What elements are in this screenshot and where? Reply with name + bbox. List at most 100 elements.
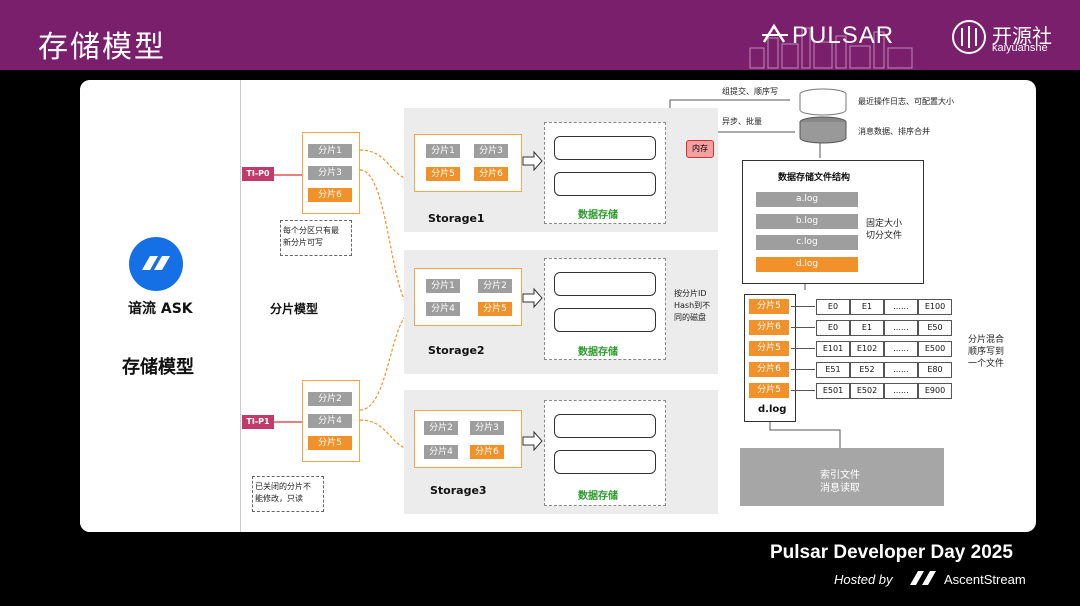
dlog-cell: E0 (816, 299, 850, 315)
hash-note-line1: 按分片ID (674, 289, 707, 298)
disk-drive-icon (554, 172, 656, 196)
async-desc: 消息数据、排序合并 (858, 127, 930, 136)
disk-label: 数据存储 (578, 491, 618, 502)
dlog-box (744, 294, 796, 422)
storage-shard-active: 分片5 (426, 167, 460, 181)
dlog-shard: 分片5 (749, 383, 789, 398)
storage-shard: 分片4 (424, 445, 458, 459)
city-skyline-icon (749, 27, 913, 69)
arrow-right-icon (522, 430, 543, 452)
storage-shards-box (414, 134, 522, 192)
note-readonly-line1: 已关闭的分片不 (255, 482, 311, 491)
storage-name: Storage1 (428, 212, 485, 225)
dlog-cell: E900 (918, 383, 952, 399)
log-file: a.log (756, 192, 858, 207)
note-box-writable (280, 220, 352, 256)
group-commit-label: 组提交、顺序写 (722, 87, 778, 96)
dlog-cell: E1 (850, 320, 884, 336)
model-label: 分片模型 (270, 302, 319, 316)
storage-shard-active: 分片5 (478, 302, 512, 316)
dlog-cell: E51 (816, 362, 850, 378)
dlog-cell: E80 (918, 362, 952, 378)
dlog-cell: ...... (884, 320, 918, 336)
disk-drive-icon (554, 308, 656, 332)
log-file: b.log (756, 214, 858, 229)
pulsar-logo-icon (762, 23, 788, 43)
kaiyuanshe-logo-en: kaiyuanshe (992, 42, 1048, 54)
storage-shard: 分片1 (426, 279, 460, 293)
disk-label: 数据存储 (578, 210, 618, 221)
storage-shard: 分片3 (470, 421, 504, 435)
dlog-shard: 分片5 (749, 341, 789, 356)
storage-shard-active: 分片6 (470, 445, 504, 459)
dlog-connector (791, 390, 815, 391)
topic-tag-p0: TI-P0 (242, 167, 274, 181)
dlog-cell: E50 (918, 320, 952, 336)
partition-shard: 分片1 (308, 144, 352, 158)
disk-drive-icon (554, 414, 656, 438)
header-bar (0, 0, 1080, 70)
mixed-note-line3: 一个文件 (968, 359, 1005, 369)
index-line1: 索引文件 (820, 470, 860, 481)
dlog-cell: E52 (850, 362, 884, 378)
log-file-active: d.log (756, 257, 858, 272)
topic-tag-p1: TI-P1 (242, 415, 274, 429)
storage-shard: 分片1 (426, 144, 460, 158)
database-icon (799, 88, 847, 116)
dlog-cell: E102 (850, 341, 884, 357)
log-file: c.log (756, 235, 858, 250)
index-line2: 消息读取 (820, 483, 860, 494)
pulsar-logo-text: PULSAR (792, 22, 895, 49)
storage-name: Storage2 (428, 344, 485, 357)
storage-shard-active: 分片6 (474, 167, 508, 181)
mixed-note-line2: 顺序写到 (968, 347, 1005, 357)
hash-note-line2: Hash到不 (674, 301, 711, 310)
disk-label: 数据存储 (578, 347, 618, 358)
dlog-cell: E502 (850, 383, 884, 399)
group-commit-desc: 最近操作日志、可配置大小 (858, 97, 954, 106)
note-readonly-line2: 能修改，只读 (255, 494, 303, 503)
partition-shard-active: 分片6 (308, 188, 352, 202)
storage-shard: 分片4 (426, 302, 460, 316)
arrow-right-icon (522, 287, 543, 309)
ascentstream-logo-icon (910, 571, 936, 585)
mixed-note-line1: 分片混合 (968, 335, 1005, 345)
dlog-cell: E500 (918, 341, 952, 357)
dlog-cell: E501 (816, 383, 850, 399)
dlog-shard: 分片6 (749, 362, 789, 377)
dlog-label: d.log (758, 404, 787, 415)
dlog-shard: 分片6 (749, 320, 789, 335)
storage-shards-box (414, 268, 522, 326)
storage-shards-box (414, 410, 522, 468)
disk-drive-icon (554, 272, 656, 296)
async-label: 异步、批量 (722, 117, 762, 126)
partition-shard: 分片4 (308, 414, 352, 428)
company-name: AscentStream (944, 572, 1026, 587)
dlog-shard: 分片5 (749, 299, 789, 314)
dlog-cell: E1 (850, 299, 884, 315)
dlog-cell: E100 (918, 299, 952, 315)
storage-shard: 分片2 (478, 279, 512, 293)
note-box-readonly (252, 476, 324, 512)
note-writable-line2: 新分片可写 (283, 238, 323, 247)
event-title: Pulsar Developer Day 2025 (770, 542, 1013, 563)
partition-shard: 分片3 (308, 166, 352, 180)
dlog-connector (791, 327, 815, 328)
left-card (80, 80, 241, 532)
hash-note-line3: 同的磁盘 (674, 313, 706, 322)
page-title: 存储模型 (38, 30, 166, 65)
dlog-cell: E0 (816, 320, 850, 336)
disk-drive-icon (554, 450, 656, 474)
kaiyuanshe-logo-cn: 开源社 (992, 24, 1052, 48)
storage-name: Storage3 (430, 484, 487, 497)
dlog-connector (791, 306, 815, 307)
hosted-by: Hosted by (834, 572, 893, 587)
log-split-note-line2: 切分文件 (866, 231, 903, 241)
database-icon (799, 116, 847, 144)
ask-logo-icon (129, 237, 183, 291)
disk-drive-icon (554, 136, 656, 160)
partition-shard-active: 分片5 (308, 436, 352, 450)
kaiyuanshe-logo-icon (952, 20, 986, 54)
dlog-cell: ...... (884, 341, 918, 357)
arrow-right-icon (522, 150, 543, 172)
